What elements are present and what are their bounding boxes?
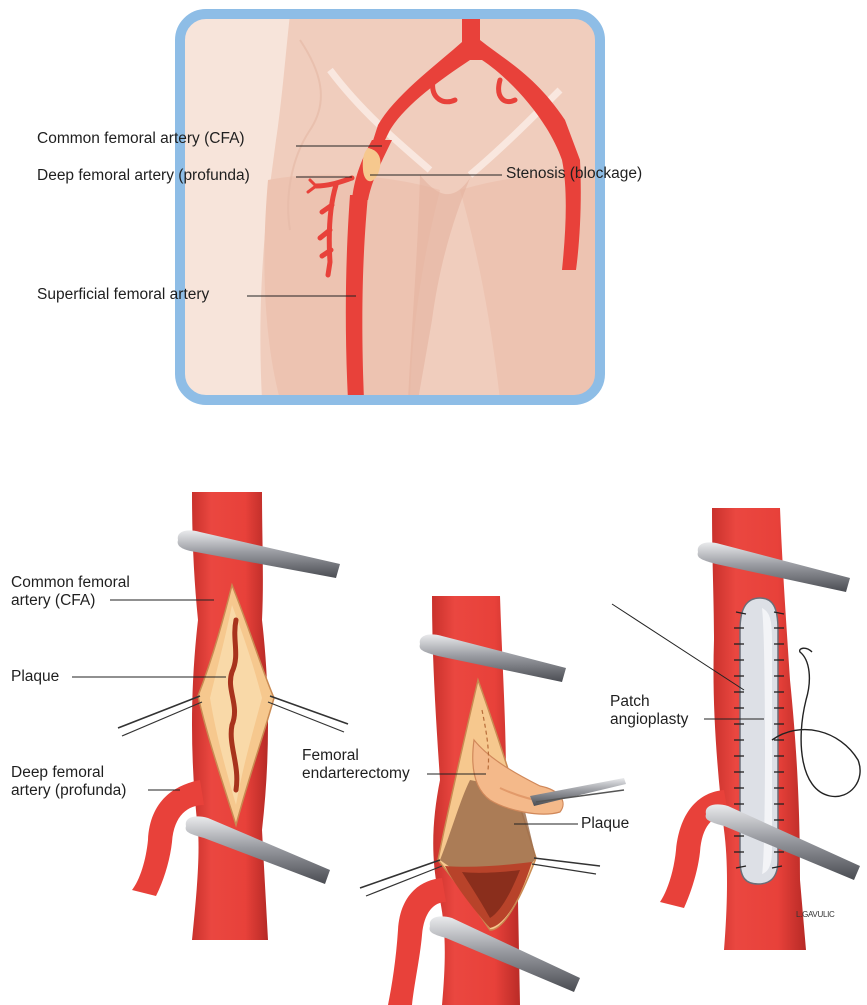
label-cfa-left-2: artery (CFA) [11, 592, 95, 609]
artist-credit: L.GAVULIC [796, 910, 835, 919]
label-endart-1: Femoral [302, 747, 359, 764]
label-stenosis: Stenosis (blockage) [506, 165, 642, 182]
label-superficial: Superficial femoral artery [37, 286, 209, 303]
label-cfa-left-1: Common femoral [11, 574, 130, 591]
label-deep-top: Deep femoral artery (profunda) [37, 167, 250, 184]
anatomy-panel [180, 14, 600, 400]
label-plaque-mid: Plaque [581, 815, 629, 832]
label-patch-2: angioplasty [610, 711, 688, 728]
profunda-branch-mid [388, 878, 446, 1005]
label-deep-left-1: Deep femoral [11, 764, 104, 781]
label-cfa-top: Common femoral artery (CFA) [37, 130, 245, 147]
label-endart-2: endarterectomy [302, 765, 410, 782]
profunda-branch [132, 780, 204, 896]
label-plaque-left: Plaque [11, 668, 59, 685]
label-deep-left-2: artery (profunda) [11, 782, 126, 799]
label-patch-1: Patch [610, 693, 650, 710]
